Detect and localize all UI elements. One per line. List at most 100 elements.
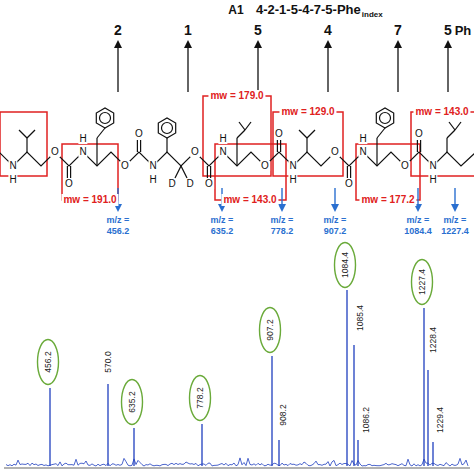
bond [455, 122, 461, 130]
circled-peak: 635.2 [120, 378, 144, 426]
bond [97, 128, 105, 138]
peak [432, 442, 433, 466]
ellipse [335, 243, 356, 288]
peak-label: 907.2 [266, 319, 275, 340]
mass-label: mw = 191.0 [61, 194, 118, 206]
atom-label: H [288, 175, 297, 185]
peak [423, 308, 424, 466]
bond [347, 166, 348, 178]
peak-label: 456.2 [44, 351, 53, 372]
circled-peak: 456.2 [36, 338, 60, 386]
bond [210, 166, 211, 178]
circled-peak: 778.2 [188, 374, 212, 422]
aromatic-ring [380, 113, 391, 124]
bond [70, 166, 71, 178]
atom-label: O [344, 179, 354, 189]
peak [49, 388, 50, 466]
atom-label: N [148, 161, 157, 171]
ellipse [190, 376, 211, 421]
peak-label: 1085.4 [356, 305, 365, 331]
atom-label: O [204, 179, 214, 189]
peak-label: 1084.4 [341, 252, 350, 278]
bond [96, 138, 97, 166]
peak-label: 635.2 [128, 391, 137, 412]
bond [166, 138, 167, 152]
peak-label: 1229.4 [436, 407, 445, 433]
peak-label: 778.2 [196, 387, 205, 408]
subscript: index [362, 11, 383, 19]
peak [133, 428, 134, 466]
mz-label: m/z = 456.2 [100, 215, 136, 237]
baseline-noise [6, 458, 468, 466]
bond [350, 166, 351, 178]
x-axis [4, 467, 470, 468]
mz-label: m/z = 635.2 [204, 215, 240, 237]
peak [346, 290, 347, 466]
ellipse [260, 308, 281, 353]
mass-label: mw = 143.0 [221, 194, 278, 206]
peak-label: 1227.4 [418, 269, 427, 295]
bond [140, 140, 141, 152]
bond [417, 140, 418, 152]
bond [299, 130, 307, 138]
residue-number: 7 [394, 23, 402, 37]
circled-peak: 1227.4 [410, 258, 434, 306]
peak-label: 1086.2 [362, 407, 371, 433]
sequence-title: 4-2-1-5-4-7-5-Phe [256, 3, 361, 16]
bond [280, 140, 281, 152]
atom-label: H [148, 175, 157, 185]
peak [271, 356, 272, 466]
atom-label: N [78, 147, 87, 157]
bond [137, 140, 138, 152]
peak-label: 908.2 [279, 404, 288, 425]
mass-label: mw = 177.2 [359, 194, 416, 206]
aromatic-ring [100, 113, 111, 124]
mass-label: mw = 143.0 [413, 106, 470, 118]
bond [277, 140, 278, 152]
atom-label: O [260, 161, 270, 171]
bond [67, 166, 68, 178]
phenyl-ring [158, 118, 175, 138]
atom-label: H [358, 134, 367, 144]
mass-label: mw = 129.0 [279, 106, 336, 118]
atom-label: O [134, 129, 144, 139]
bond [239, 122, 245, 130]
residue-number: 5 [444, 23, 452, 37]
atom-label: O [274, 129, 284, 139]
phenyl-ring [376, 108, 393, 128]
atom-label: N [218, 147, 227, 157]
bond [26, 138, 27, 152]
atom-label: O [64, 179, 74, 189]
residue-number: 1 [184, 23, 192, 37]
peak [278, 440, 279, 466]
residue-number: 2 [114, 23, 122, 37]
mz-label: m/z = 778.2 [264, 215, 300, 237]
phenyl-ring [96, 108, 113, 128]
peak [357, 440, 358, 466]
bond [207, 166, 208, 178]
atom-label: O [50, 147, 60, 157]
ellipse [412, 260, 433, 305]
mass-label: mw = 179.0 [208, 90, 265, 102]
atom-label: H [8, 175, 17, 185]
circled-peak: 1084.4 [333, 241, 357, 289]
atom-label: O [120, 161, 130, 171]
residue-number: 5 [254, 23, 262, 37]
mz-label: m/z = 1227.4 [437, 215, 473, 237]
bond [236, 138, 237, 166]
peak-label: 1228.4 [429, 327, 438, 353]
spectrum [4, 290, 470, 468]
peak [201, 424, 202, 466]
peak-label: 570.0 [104, 351, 113, 372]
bond [27, 130, 35, 138]
peak [427, 370, 428, 466]
atom-label: O [400, 161, 410, 171]
mz-label: m/z = 907.2 [317, 215, 353, 237]
bond [19, 130, 27, 138]
ellipse [122, 380, 143, 425]
bond [307, 130, 315, 138]
bond [446, 138, 447, 152]
end-group: Ph [455, 24, 472, 37]
bond [306, 138, 307, 152]
